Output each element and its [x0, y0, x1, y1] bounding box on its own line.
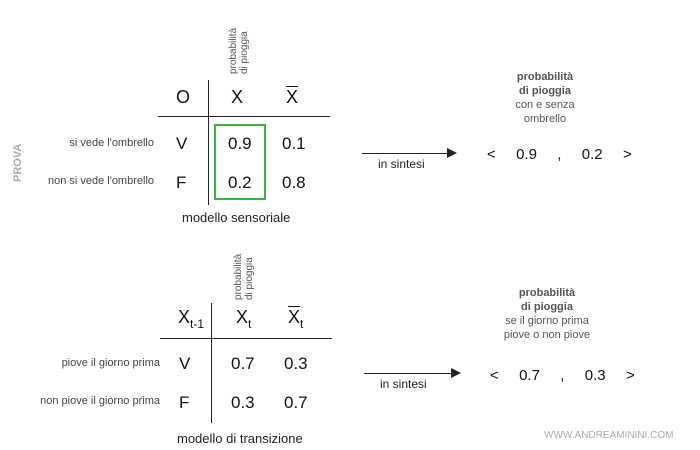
sensor-highlight-box — [214, 124, 266, 200]
sensor-arrow-head — [447, 148, 457, 158]
transition-arrow-head — [451, 368, 461, 378]
watermark: WWW.ANDREAMININI.COM — [544, 430, 674, 441]
sensor-summary-vector: < 0.9 , 0.2 > — [487, 146, 632, 163]
sensor-row-2-xbar: 0.8 — [282, 173, 306, 192]
transition-vertical-rule — [211, 303, 212, 423]
sensor-row-1-state: V — [176, 134, 188, 153]
side-label-prova: PROVA — [12, 143, 24, 182]
transition-row-1-state: V — [179, 354, 191, 373]
sensor-header-x: X — [231, 87, 244, 107]
transition-row-label-2: non piove il giorno prima — [40, 395, 160, 407]
transition-horizontal-rule — [160, 338, 332, 339]
transition-header-xt: Xt — [236, 307, 252, 331]
transition-caption: modello di transizione — [177, 431, 303, 446]
transition-vertical-label: probabilità di pioggia — [233, 253, 255, 300]
sensor-header-o: O — [176, 87, 191, 107]
sensor-row-2-x: 0.2 — [228, 173, 252, 192]
transition-row-1-xtbar: 0.3 — [284, 354, 308, 373]
sensor-row-1-xbar: 0.1 — [282, 134, 306, 153]
sensor-header-xbar: X — [286, 87, 299, 107]
sensor-horizontal-rule — [158, 116, 330, 117]
sensor-row-1-x: 0.9 — [228, 134, 252, 153]
transition-arrow-label: in sintesi — [380, 377, 427, 391]
transition-header-xt1: Xt-1 — [178, 307, 205, 331]
sensor-row-2-state: F — [176, 173, 187, 192]
sensor-summary-heading: probabilità di pioggia con e senza ombre… — [515, 71, 575, 125]
sensor-row-label-1: si vede l'ombrello — [69, 137, 154, 149]
sensor-vertical-label: probabilità di pioggia — [228, 27, 250, 74]
sensor-row-label-2: non si vede l'ombrello — [47, 175, 154, 187]
transition-row-label-1: piove il giorno prima — [61, 357, 160, 369]
transition-summary-heading: probabilità di pioggia se il giorno prim… — [503, 287, 591, 341]
transition-row-2-xt: 0.3 — [231, 393, 255, 412]
sensor-caption: modello sensoriale — [182, 210, 291, 225]
sensor-arrow-line — [362, 153, 448, 154]
transition-row-1-xt: 0.7 — [231, 354, 255, 373]
transition-header-xtbar: Xt — [288, 307, 304, 331]
transition-summary-vector: < 0.7 , 0.3 > — [490, 367, 635, 384]
transition-row-2-xtbar: 0.7 — [284, 393, 308, 412]
transition-arrow-line — [364, 373, 452, 374]
transition-row-2-state: F — [179, 393, 190, 412]
sensor-vertical-rule — [208, 80, 209, 205]
sensor-arrow-label: in sintesi — [378, 157, 425, 171]
